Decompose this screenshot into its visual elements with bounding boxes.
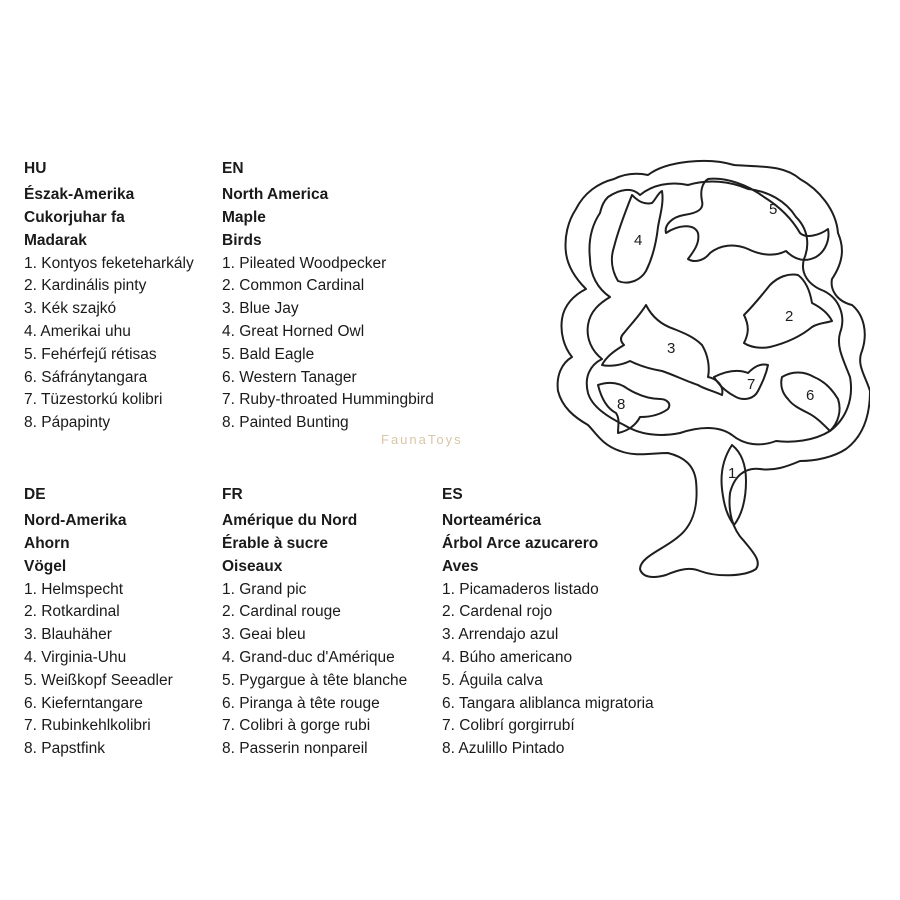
column-hu: HU Észak-Amerika Cukorjuhar fa Madarak 1… [24, 158, 194, 435]
category-heading: Vögel [24, 557, 67, 575]
tree-label: 2 [785, 308, 793, 325]
column-de: DE Nord-Amerika Ahorn Vögel 1. Helmspech… [24, 484, 173, 761]
continent-heading: Amérique du Nord [222, 512, 358, 530]
bird-list: 1. Helmspecht 2. Rotkardinal 3. Blauhähe… [24, 579, 173, 761]
bird-list-item: 6. Kieferntangare [24, 694, 143, 712]
bird-list-item: 7. Colibrí gorgirrubí [442, 717, 575, 735]
crown-inner-outline [585, 180, 852, 446]
bird-list-item: 2. Cardinal rouge [222, 603, 341, 621]
bird-list-item: 1. Grand pic [222, 580, 307, 598]
bird-list-item: 5. Fehérfejű rétisas [24, 345, 157, 363]
bird-list-item: 8. Painted Bunting [222, 414, 349, 432]
bird-list-item: 8. Passerin nonpareil [222, 740, 368, 758]
language-code: FR [222, 486, 243, 503]
bird-list-item: 5. Águila calva [442, 671, 543, 689]
language-code: EN [222, 160, 244, 177]
bird-list-item: 2. Cardenal rojo [442, 603, 553, 621]
column-fr: FR Amérique du Nord Érable à sucre Oisea… [222, 484, 407, 761]
watermark: FaunaToys [381, 432, 463, 447]
bird-piece-tanager [780, 371, 841, 432]
bird-list-item: 5. Weißkopf Seeadler [24, 671, 173, 689]
bird-list-item: 3. Geai bleu [222, 626, 306, 644]
bird-piece-cardinal [743, 273, 833, 349]
bird-list-item: 4. Búho americano [442, 649, 573, 667]
bird-piece-owl [610, 190, 664, 284]
bird-list-item: 3. Kék szajkó [24, 300, 117, 318]
bird-list-item: 2. Kardinális pinty [24, 277, 147, 295]
tree-heading: Árbol Arce azucarero [442, 535, 599, 553]
language-code: HU [24, 160, 47, 177]
bird-list: 1. Pileated Woodpecker 2. Common Cardina… [222, 253, 434, 435]
tree-label: 7 [747, 376, 755, 393]
bird-list-item: 4. Great Horned Owl [222, 323, 365, 341]
bird-list-item: 1. Helmspecht [24, 580, 124, 598]
bird-list-item: 5. Pygargue à tête blanche [222, 671, 408, 689]
column-es: ES Norteamérica Árbol Arce azucarero Ave… [442, 484, 654, 761]
bird-piece-hummingbird [713, 363, 769, 400]
language-code: DE [24, 486, 46, 503]
category-heading: Madarak [24, 231, 87, 249]
tree-label: 8 [617, 396, 625, 413]
bird-list-item: 5. Bald Eagle [222, 345, 315, 363]
continent-heading: North America [222, 186, 329, 204]
bird-list-item: 3. Blue Jay [222, 300, 299, 318]
bird-list: 1. Grand pic 2. Cardinal rouge 3. Geai b… [222, 579, 407, 761]
tree-heading: Érable à sucre [222, 535, 328, 553]
bird-list-item: 2. Common Cardinal [222, 277, 365, 295]
tree-label: 4 [634, 232, 642, 249]
bird-list-item: 6. Piranga à tête rouge [222, 694, 380, 712]
tree-label: 1 [728, 465, 736, 482]
bird-list-item: 7. Ruby-throated Hummingbird [222, 391, 434, 409]
bird-list-item: 3. Arrendajo azul [442, 626, 559, 644]
language-code: ES [442, 486, 463, 503]
tree-outline [556, 159, 870, 578]
bird-list-item: 7. Tüzestorkú kolibri [24, 391, 163, 409]
bird-list-item: 7. Colibri à gorge rubi [222, 717, 371, 735]
category-heading: Birds [222, 231, 262, 249]
tree-label: 5 [769, 201, 777, 218]
bird-list-item: 4. Amerikai uhu [24, 323, 131, 341]
bird-list: 1. Picamaderos listado 2. Cardenal rojo … [442, 579, 654, 761]
tree-puzzle-illustration: 1 2 3 4 5 6 7 8 [556, 159, 870, 578]
bird-list-item: 7. Rubinkehlkolibri [24, 717, 151, 735]
bird-list-item: 3. Blauhäher [24, 626, 112, 644]
bird-list-item: 4. Virginia-Uhu [24, 649, 127, 667]
tree-heading: Ahorn [24, 535, 70, 553]
bird-list-item: 8. Pápapinty [24, 414, 111, 432]
tree-heading: Cukorjuhar fa [24, 209, 125, 227]
bird-list-item: 6. Western Tanager [222, 368, 357, 386]
bird-list-item: 1. Kontyos feketeharkály [24, 254, 194, 272]
bird-list: 1. Kontyos feketeharkály 2. Kardinális p… [24, 253, 194, 435]
bird-list-item: 6. Tangara aliblanca migratoria [442, 694, 654, 712]
bird-list-item: 8. Azulillo Pintado [442, 740, 565, 758]
continent-heading: Észak-Amerika [24, 186, 135, 204]
tree-heading: Maple [222, 209, 266, 227]
column-en: EN North America Maple Birds 1. Pileated… [222, 158, 434, 435]
continent-heading: Nord-Amerika [24, 512, 127, 530]
bird-piece-eagle [664, 177, 830, 262]
continent-heading: Norteamérica [442, 512, 542, 530]
trunk-piece [720, 444, 747, 526]
bird-list-item: 1. Picamaderos listado [442, 580, 599, 598]
bird-piece-bluejay [601, 304, 724, 396]
category-heading: Oiseaux [222, 557, 283, 575]
bird-list-item: 6. Sáfránytangara [24, 368, 148, 386]
tree-label: 3 [667, 340, 675, 357]
bird-list-item: 2. Rotkardinal [24, 603, 120, 621]
bird-list-item: 1. Pileated Woodpecker [222, 254, 387, 272]
category-heading: Aves [442, 557, 479, 575]
tree-label: 6 [806, 387, 814, 404]
bird-list-item: 8. Papstfink [24, 740, 105, 758]
bird-piece-bunting [597, 381, 671, 434]
bird-list-item: 4. Grand-duc d'Amérique [222, 649, 395, 667]
